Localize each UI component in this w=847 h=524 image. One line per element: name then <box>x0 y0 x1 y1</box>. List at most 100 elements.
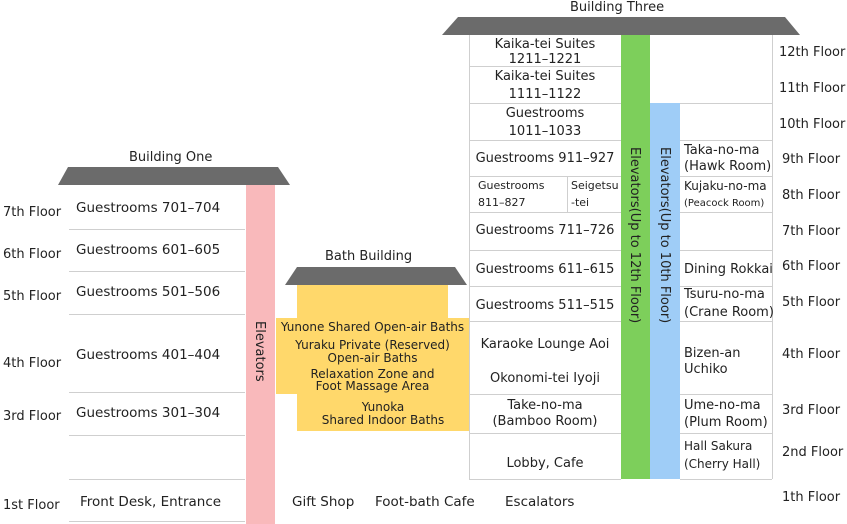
b3-line <box>469 286 621 287</box>
bath-yuraku-1: Yuraku Private (Reserved) <box>295 338 450 352</box>
b3-line <box>469 176 621 177</box>
b3-right-4b: Uchiko <box>684 362 728 377</box>
bath-text-box: Yunone Shared Open-air Baths Yuraku Priv… <box>276 318 469 431</box>
building-three-title: Building Three <box>570 0 665 15</box>
foot-bath-cafe: Foot-bath Cafe <box>375 494 475 510</box>
b3-elevator-green-label: Elevators(Up to 12th Floor) <box>627 147 642 324</box>
b1-room-3: Guestrooms 301–304 <box>76 405 221 421</box>
b3-floor-6: 6th Floor <box>782 259 841 274</box>
b3-room-8a: Guestrooms <box>478 179 545 192</box>
b3-room-11b: 1111–1122 <box>508 87 582 102</box>
b1-line <box>69 392 245 393</box>
b3-room-4a: Karaoke Lounge Aoi <box>480 337 610 352</box>
b3-elevator-blue <box>650 103 680 479</box>
b1-floor-7: 7th Floor <box>3 205 62 220</box>
b3-line <box>680 433 772 434</box>
bath-upper-block <box>297 285 448 318</box>
b3-line <box>469 479 621 480</box>
b3-line <box>680 394 772 395</box>
b3-floor-10: 10th Floor <box>779 117 846 132</box>
gift-shop: Gift Shop <box>292 494 355 510</box>
b3-line <box>469 433 621 434</box>
b3-line-vert <box>567 176 568 212</box>
b3-right-8a: Kujaku-no-ma <box>684 179 767 193</box>
b3-floor-1: 1th Floor <box>782 490 841 505</box>
b1-room-5: Guestrooms 501–506 <box>76 284 221 300</box>
b3-room-10a: Guestrooms <box>505 106 585 121</box>
b3-room-10b: 1011–1033 <box>508 124 582 139</box>
b3-right-8b: (Peacock Room) <box>684 198 765 209</box>
b3-right-5b: (Crane Room) <box>684 305 774 320</box>
b3-floor-12: 12th Floor <box>779 45 846 60</box>
b3-room-8c: Seigetsu <box>571 179 619 192</box>
b3-floor-11: 11th Floor <box>779 81 846 96</box>
b3-line <box>680 321 772 322</box>
b1-line <box>69 521 245 522</box>
b1-room-7: Guestrooms 701–704 <box>76 200 221 216</box>
b3-line <box>680 479 772 480</box>
bath-yunoka-2: Shared Indoor Baths <box>321 413 445 427</box>
b3-room-3a: Take-no-ma <box>507 398 583 413</box>
b3-right-2a: Hall Sakura <box>684 439 753 453</box>
bath-yunoka-1: Yunoka <box>361 400 405 414</box>
b3-line <box>469 250 621 251</box>
b1-floor-4: 4th Floor <box>3 356 62 371</box>
b3-room-7: Guestrooms 711–726 <box>475 223 615 238</box>
b3-right-4a: Bizen-an <box>684 346 741 361</box>
bath-lower-block <box>297 394 470 431</box>
b1-floor-1: 1st Floor <box>3 498 60 513</box>
b3-line <box>680 286 772 287</box>
b3-right-9a: Taka-no-ma <box>684 143 760 158</box>
b1-line <box>69 229 245 230</box>
b1-line <box>69 435 245 436</box>
b3-room-3b: (Bamboo Room) <box>492 414 598 429</box>
b3-line <box>469 394 621 395</box>
b3-line <box>650 103 772 104</box>
b3-line <box>469 140 621 141</box>
b1-elevator <box>246 185 275 524</box>
b3-right-edge <box>772 35 773 479</box>
b3-line <box>469 321 621 322</box>
b3-right-6: Dining Rokkai <box>684 262 773 277</box>
building-one-title: Building One <box>129 150 213 165</box>
bath-yuraku-2: Open-air Baths <box>327 351 418 365</box>
b3-room-4b: Okonomi-tei Iyoji <box>490 371 600 386</box>
b1-floor-6: 6th Floor <box>3 247 62 262</box>
b3-right-9b: (Hawk Room) <box>684 159 772 174</box>
b1-floor-3: 3rd Floor <box>3 409 62 424</box>
bath-middle-block <box>276 318 469 394</box>
b3-room-6: Guestrooms 611–615 <box>475 262 615 277</box>
b3-room-2: Lobby, Cafe <box>506 456 584 471</box>
b3-line <box>680 176 772 177</box>
b3-room-11a: Kaika-tei Suites <box>494 69 596 84</box>
b3-right-5a: Tsuru-no-ma <box>684 287 765 302</box>
b1-elevator-label: Elevators <box>252 321 267 382</box>
b3-line <box>469 66 621 67</box>
b3-floor-3: 3rd Floor <box>782 403 841 418</box>
escalators: Escalators <box>505 494 575 510</box>
b3-floor-7: 7th Floor <box>782 224 841 239</box>
b3-right-3b: (Plum Room) <box>684 415 768 430</box>
b3-floor-9: 9th Floor <box>782 152 841 167</box>
b3-room-9: Guestrooms 911–927 <box>475 151 615 166</box>
b3-right-2b: (Cherry Hall) <box>684 457 761 471</box>
b3-left-edge <box>469 35 470 479</box>
b3-elevator-green <box>621 35 650 479</box>
b3-floor-8: 8th Floor <box>782 188 841 203</box>
b3-floor-5: 5th Floor <box>782 295 841 310</box>
b3-room-5: Guestrooms 511–515 <box>475 298 615 313</box>
b1-floor-5: 5th Floor <box>3 289 62 304</box>
b1-room-6: Guestrooms 601–605 <box>76 242 221 258</box>
b3-line <box>680 140 772 141</box>
b1-room-1: Front Desk, Entrance <box>80 494 222 510</box>
b3-room-8b: 811–827 <box>478 196 526 209</box>
b1-line <box>69 479 245 480</box>
b3-right-3a: Ume-no-ma <box>684 398 761 413</box>
b3-room-8d: -tei <box>571 196 590 209</box>
bath-relax-2: Foot Massage Area <box>315 379 430 393</box>
b3-line <box>680 250 772 251</box>
b3-line <box>469 212 621 213</box>
b3-floor-4: 4th Floor <box>782 347 841 362</box>
b1-line <box>69 271 245 272</box>
